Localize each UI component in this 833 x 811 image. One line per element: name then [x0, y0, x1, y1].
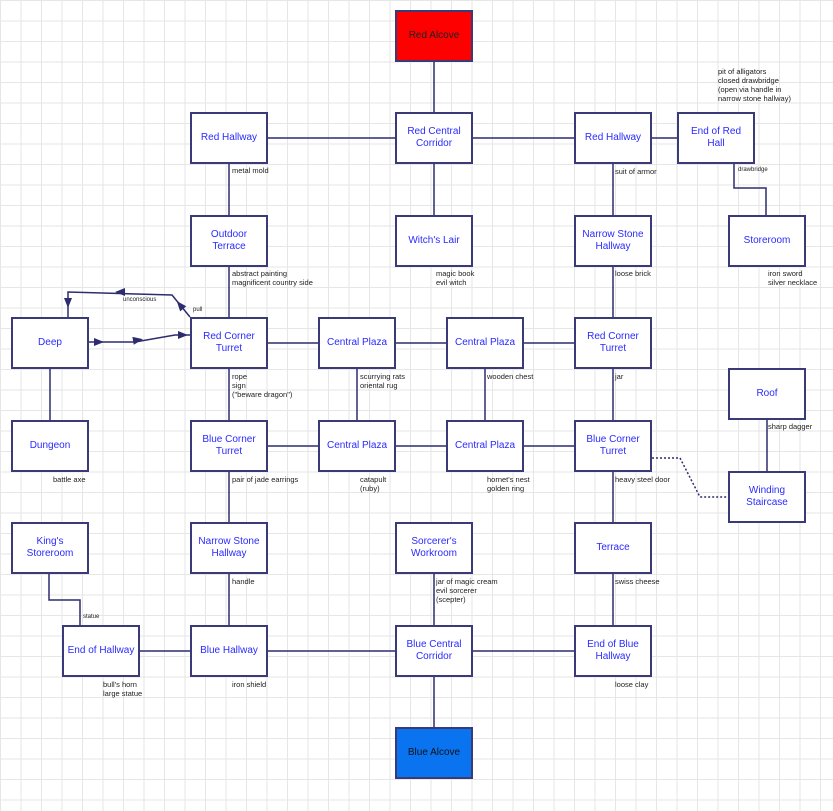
item-note: handle: [232, 577, 255, 586]
room-red-hallway-l[interactable]: Red Hallway: [190, 112, 268, 164]
room-outdoor-terrace[interactable]: Outdoor Terrace: [190, 215, 268, 267]
room-terrace[interactable]: Terrace: [574, 522, 652, 574]
item-note: pair of jade earrings: [232, 475, 299, 484]
drawbridge-line: [733, 163, 767, 215]
room-red-turret-l[interactable]: Red Corner Turret: [190, 317, 268, 369]
item-note: swiss cheese: [615, 577, 660, 586]
room-plaza1[interactable]: Central Plaza: [318, 317, 396, 369]
connection-line: [48, 573, 81, 625]
item-note: heavy steel door: [615, 475, 671, 484]
item-note: wooden chest: [487, 372, 534, 381]
room-plaza2[interactable]: Central Plaza: [446, 317, 524, 369]
item-note: pit of alligators closed drawbridge (ope…: [718, 67, 791, 103]
room-red-alcove[interactable]: Red Alcove: [395, 10, 473, 62]
room-blue-turret-l[interactable]: Blue Corner Turret: [190, 420, 268, 472]
item-note: catapult (ruby): [360, 475, 387, 493]
item-note: iron shield: [232, 680, 267, 689]
item-note: abstract painting magnificent country si…: [232, 269, 313, 287]
room-blue-central[interactable]: Blue Central Corridor: [395, 625, 473, 677]
item-note: rope sign ("beware dragon"): [232, 372, 293, 399]
room-narrow-left[interactable]: Narrow Stone Hallway: [190, 522, 268, 574]
room-red-hallway-r[interactable]: Red Hallway: [574, 112, 652, 164]
item-note: statue: [83, 614, 100, 620]
item-note: iron sword silver necklace: [768, 269, 818, 287]
item-note: drawbridge: [738, 167, 768, 173]
item-note: sharp dagger: [768, 422, 813, 431]
room-plaza4[interactable]: Central Plaza: [446, 420, 524, 472]
item-note: loose clay: [615, 680, 649, 689]
room-end-blue[interactable]: End of Blue Hallway: [574, 625, 652, 677]
room-dungeon[interactable]: Dungeon: [11, 420, 89, 472]
arrowhead-icon: [94, 338, 104, 346]
room-end-red-hall[interactable]: End of Red Hall: [677, 112, 755, 164]
arrowhead-icon: [115, 288, 125, 296]
item-note: jar: [615, 372, 624, 381]
room-blue-turret-r[interactable]: Blue Corner Turret: [574, 420, 652, 472]
room-deep[interactable]: Deep: [11, 317, 89, 369]
item-note: hornet's nest golden ring: [487, 475, 530, 493]
room-blue-hallway[interactable]: Blue Hallway: [190, 625, 268, 677]
item-note: jar of magic cream evil sorcerer (scepte…: [436, 577, 498, 604]
room-roof[interactable]: Roof: [728, 368, 806, 420]
item-note: unconscious: [123, 297, 157, 303]
room-kings-store[interactable]: King's Storeroom: [11, 522, 89, 574]
room-end-hallway[interactable]: End of Hallway: [62, 625, 140, 677]
item-note: loose brick: [615, 269, 651, 278]
room-narrow-top[interactable]: Narrow Stone Hallway: [574, 215, 652, 267]
room-storeroom[interactable]: Storeroom: [728, 215, 806, 267]
secret-passage-line: [652, 457, 728, 498]
item-note: magic book evil witch: [436, 269, 475, 287]
room-blue-alcove[interactable]: Blue Alcove: [395, 727, 473, 779]
room-red-central[interactable]: Red Central Corridor: [395, 112, 473, 164]
room-witch-lair[interactable]: Witch's Lair: [395, 215, 473, 267]
item-note: pull: [193, 307, 203, 313]
item-note: scurrying rats oriental rug: [360, 372, 406, 390]
room-plaza3[interactable]: Central Plaza: [318, 420, 396, 472]
arrowhead-icon: [132, 336, 143, 345]
item-note: metal mold: [232, 166, 269, 175]
item-note: suit of armor: [615, 167, 657, 176]
room-winding[interactable]: Winding Staircase: [728, 471, 806, 523]
item-note: battle axe: [53, 475, 86, 484]
arrowhead-icon: [64, 298, 72, 308]
item-note: bull's horn large statue: [103, 680, 143, 698]
arrowhead-icon: [178, 331, 188, 339]
room-red-turret-r[interactable]: Red Corner Turret: [574, 317, 652, 369]
room-sorcerer[interactable]: Sorcerer's Workroom: [395, 522, 473, 574]
arrowhead-icon: [176, 301, 187, 312]
